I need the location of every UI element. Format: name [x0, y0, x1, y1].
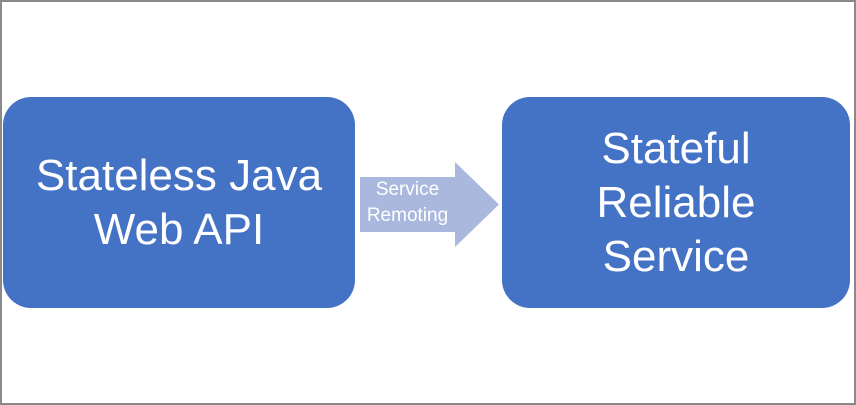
- right-arrow-polygon: [360, 162, 499, 247]
- node-label-line: Stateless Java: [35, 150, 323, 200]
- node-stateless-java-web-api: Stateless Java Web API: [3, 97, 355, 308]
- node-label-line: Reliable: [596, 177, 756, 227]
- right-arrow-shape: [360, 162, 499, 247]
- node-label-line: Web API: [93, 204, 265, 254]
- node-label-line: Stateful: [601, 123, 751, 173]
- node-label-line: Service: [602, 231, 750, 281]
- node-stateful-reliable-service: Stateful Reliable Service: [502, 97, 850, 308]
